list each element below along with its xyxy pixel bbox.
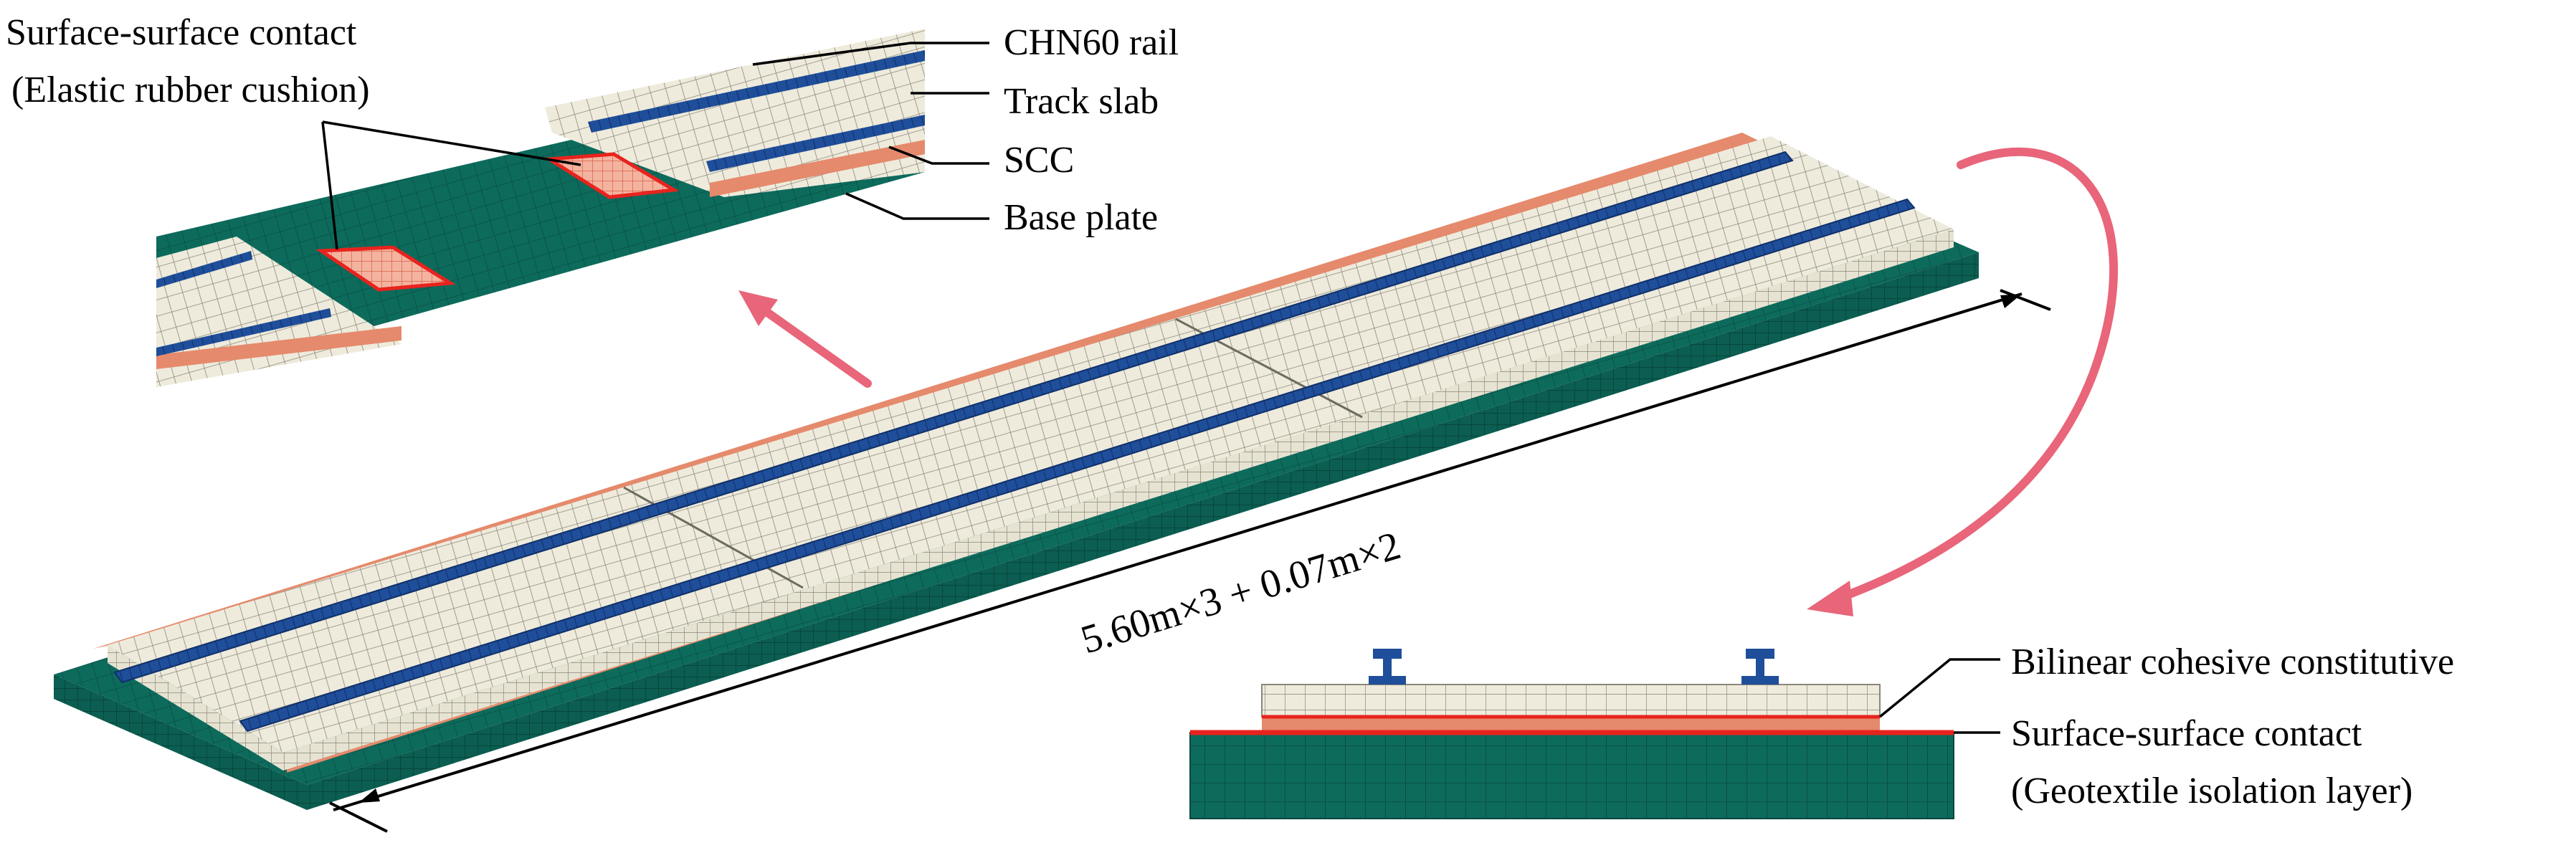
cross-section (1189, 649, 2000, 819)
dimension-tick-start (329, 801, 388, 833)
label-elastic-contact-line2: (Elastic rubber cushion) (11, 70, 370, 110)
base-plate-front (307, 252, 1979, 810)
dimension-line (333, 292, 2023, 811)
leader-line (321, 121, 338, 250)
label-track-slab: Track slab (1004, 81, 1159, 122)
inset-rail-lower-1 (156, 251, 252, 288)
track-model-3d: 5.60m×3 + 0.07m×2 (54, 133, 2051, 833)
inset-rail-lower-2 (156, 308, 331, 356)
section-base-plate (1189, 732, 1954, 819)
zoom-inset-top (156, 29, 925, 387)
dimension-arrow-icon (358, 788, 380, 803)
label-geotextile-line1: Surface-surface contact (2011, 713, 2362, 754)
rail-profile-icon (1369, 649, 1406, 685)
leader-rail (752, 42, 989, 66)
inset-rail-upper-2 (706, 115, 925, 172)
label-cohesive: Bilinear cohesive constitutive (2011, 642, 2454, 682)
rail-left (113, 151, 1794, 684)
label-scc: SCC (1004, 140, 1074, 181)
section-track-slab (1261, 684, 1881, 718)
callout-arrow-icon (1824, 147, 2119, 606)
label-geotextile-line2: (Geotextile isolation layer) (2011, 771, 2413, 811)
section-scc (1262, 717, 1880, 733)
inset-slab-lower-side (156, 326, 401, 369)
callout-arrow-icon (752, 300, 872, 388)
inset-rail-upper-1 (588, 50, 925, 133)
base-plate-side (54, 675, 307, 810)
dimension-tick-end (2000, 289, 2051, 311)
track-slab-side (108, 645, 283, 771)
track-slab-top (108, 136, 1954, 753)
inset-slab-upper-side (710, 140, 925, 197)
rail-right (239, 198, 1916, 733)
label-base-plate: Base plate (1004, 197, 1158, 238)
leader-line (322, 120, 581, 166)
leader-scc (888, 146, 989, 165)
rail-profile-icon (1741, 649, 1779, 685)
callout-arrow-head (1807, 581, 1853, 616)
label-rail: CHN60 rail (1004, 22, 1179, 63)
leader-cohesive (1878, 658, 2000, 718)
label-elastic-contact-line1: Surface-surface contact (6, 12, 357, 53)
callout-arrow-head (738, 290, 778, 326)
leader-base-plate (845, 192, 989, 220)
rubber-cushion-patch-2 (315, 245, 456, 292)
dimension-arrow-icon (2000, 294, 2022, 308)
track-slab-front (283, 229, 1954, 771)
